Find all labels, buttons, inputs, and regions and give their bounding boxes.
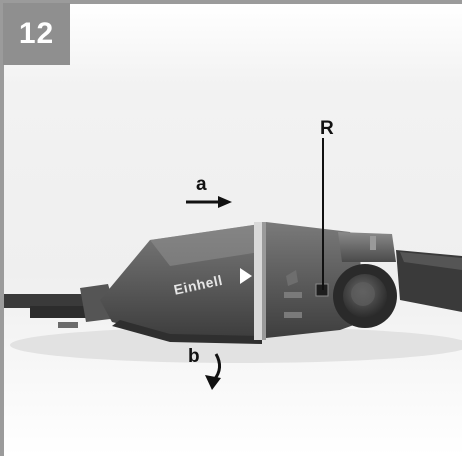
label-r: R (320, 118, 334, 139)
label-b: b (188, 346, 200, 367)
floor-shadow (10, 327, 462, 363)
product-photo (4, 4, 462, 456)
top-cap (338, 232, 396, 262)
housing-detail-3 (286, 270, 298, 286)
step-number-badge: 12 (3, 3, 70, 65)
housing-detail-1 (284, 292, 302, 298)
frame-left-border (0, 0, 4, 456)
frame-top-border (0, 0, 462, 4)
alignment-marker (240, 268, 252, 284)
pivot-knob-center (351, 282, 375, 306)
housing-highlight (150, 224, 260, 266)
top-cap-rib (370, 236, 376, 250)
arrow-b-head (205, 375, 221, 390)
label-a: a (196, 174, 207, 195)
shaft-marking (58, 322, 78, 328)
rotation-ring (254, 222, 264, 340)
handle-arm-highlight (400, 252, 462, 270)
arrow-a-head (218, 196, 232, 208)
housing-detail-2 (284, 312, 302, 318)
housing-lower-panel (112, 320, 262, 344)
ring-edge (262, 222, 266, 340)
